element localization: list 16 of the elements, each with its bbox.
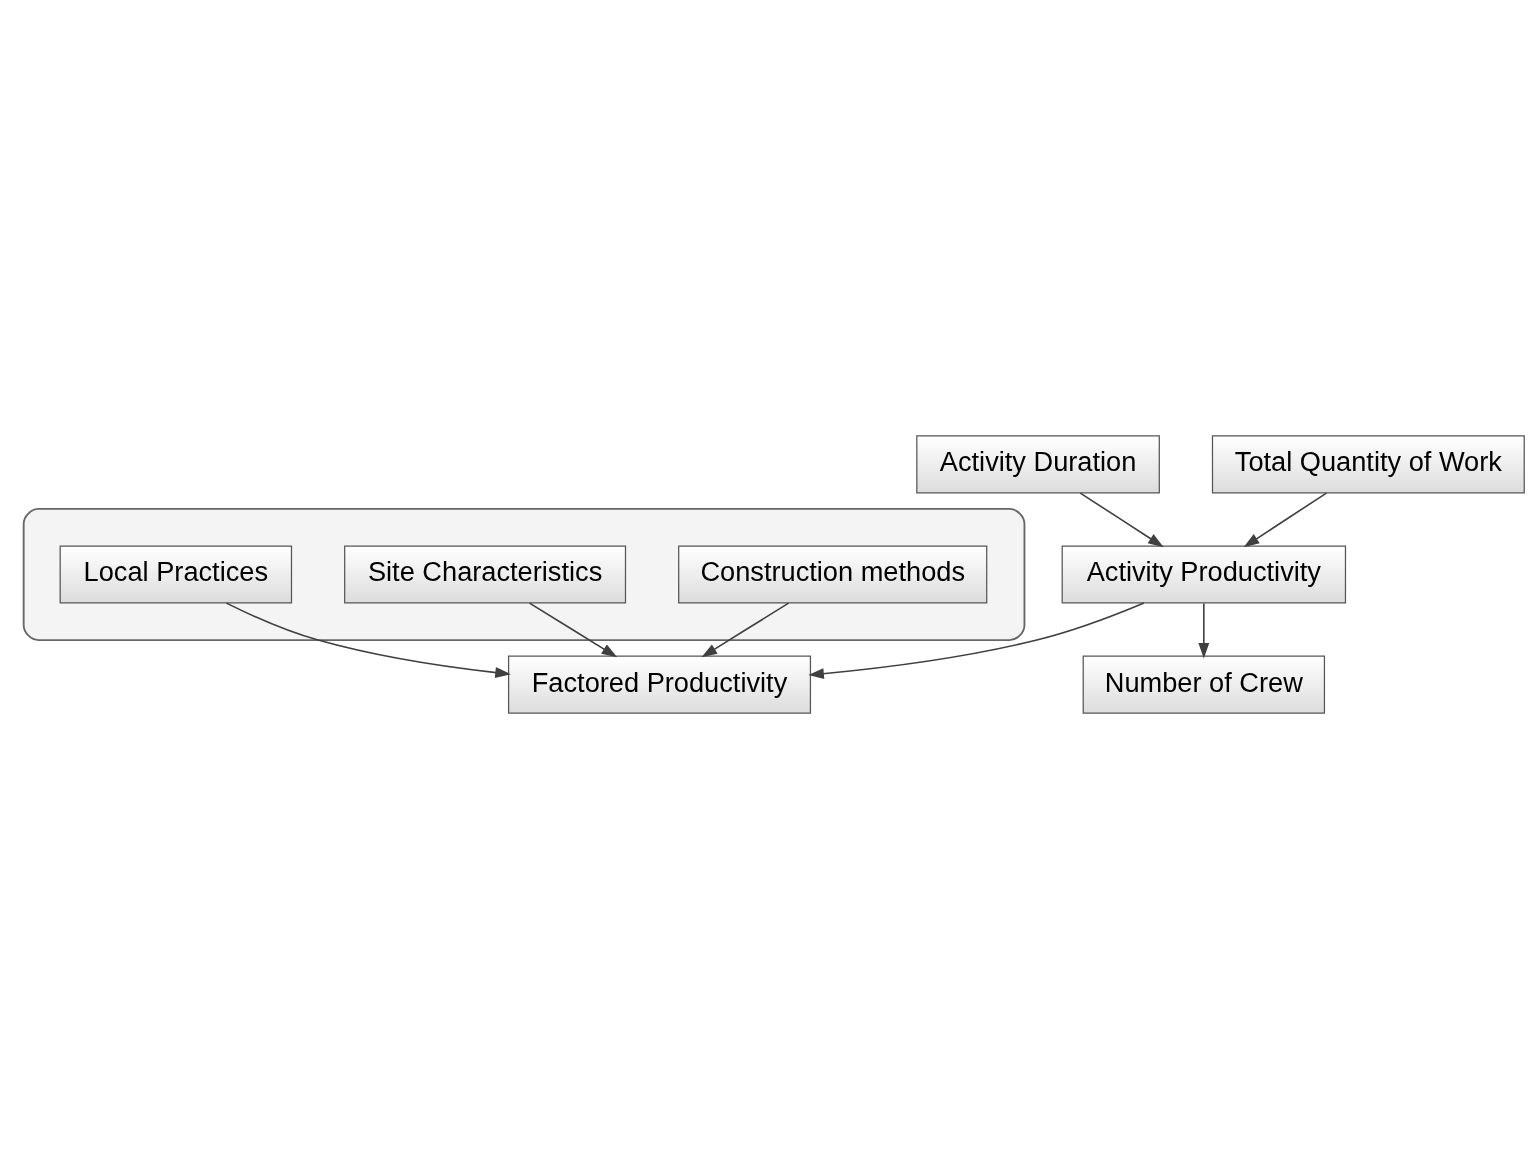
arrow (225, 602, 511, 678)
arrow (701, 602, 790, 658)
node-box: Factored Productivity (508, 655, 812, 714)
node-box: Activity Duration (916, 435, 1160, 494)
arrow (1243, 492, 1328, 548)
node-box: Local Practices (59, 545, 293, 604)
arrow (1079, 492, 1164, 548)
node-box: Site Characteristics (344, 545, 627, 604)
node-box: Activity Productivity (1061, 545, 1347, 604)
node-box: Total Quantity of Work (1211, 435, 1525, 494)
node-box: Construction methods (678, 545, 988, 604)
arrow (808, 602, 1145, 680)
arrow (528, 602, 618, 658)
node-box: Number of Crew (1082, 655, 1326, 714)
arrow (1198, 602, 1210, 659)
cluster (22, 508, 1026, 641)
